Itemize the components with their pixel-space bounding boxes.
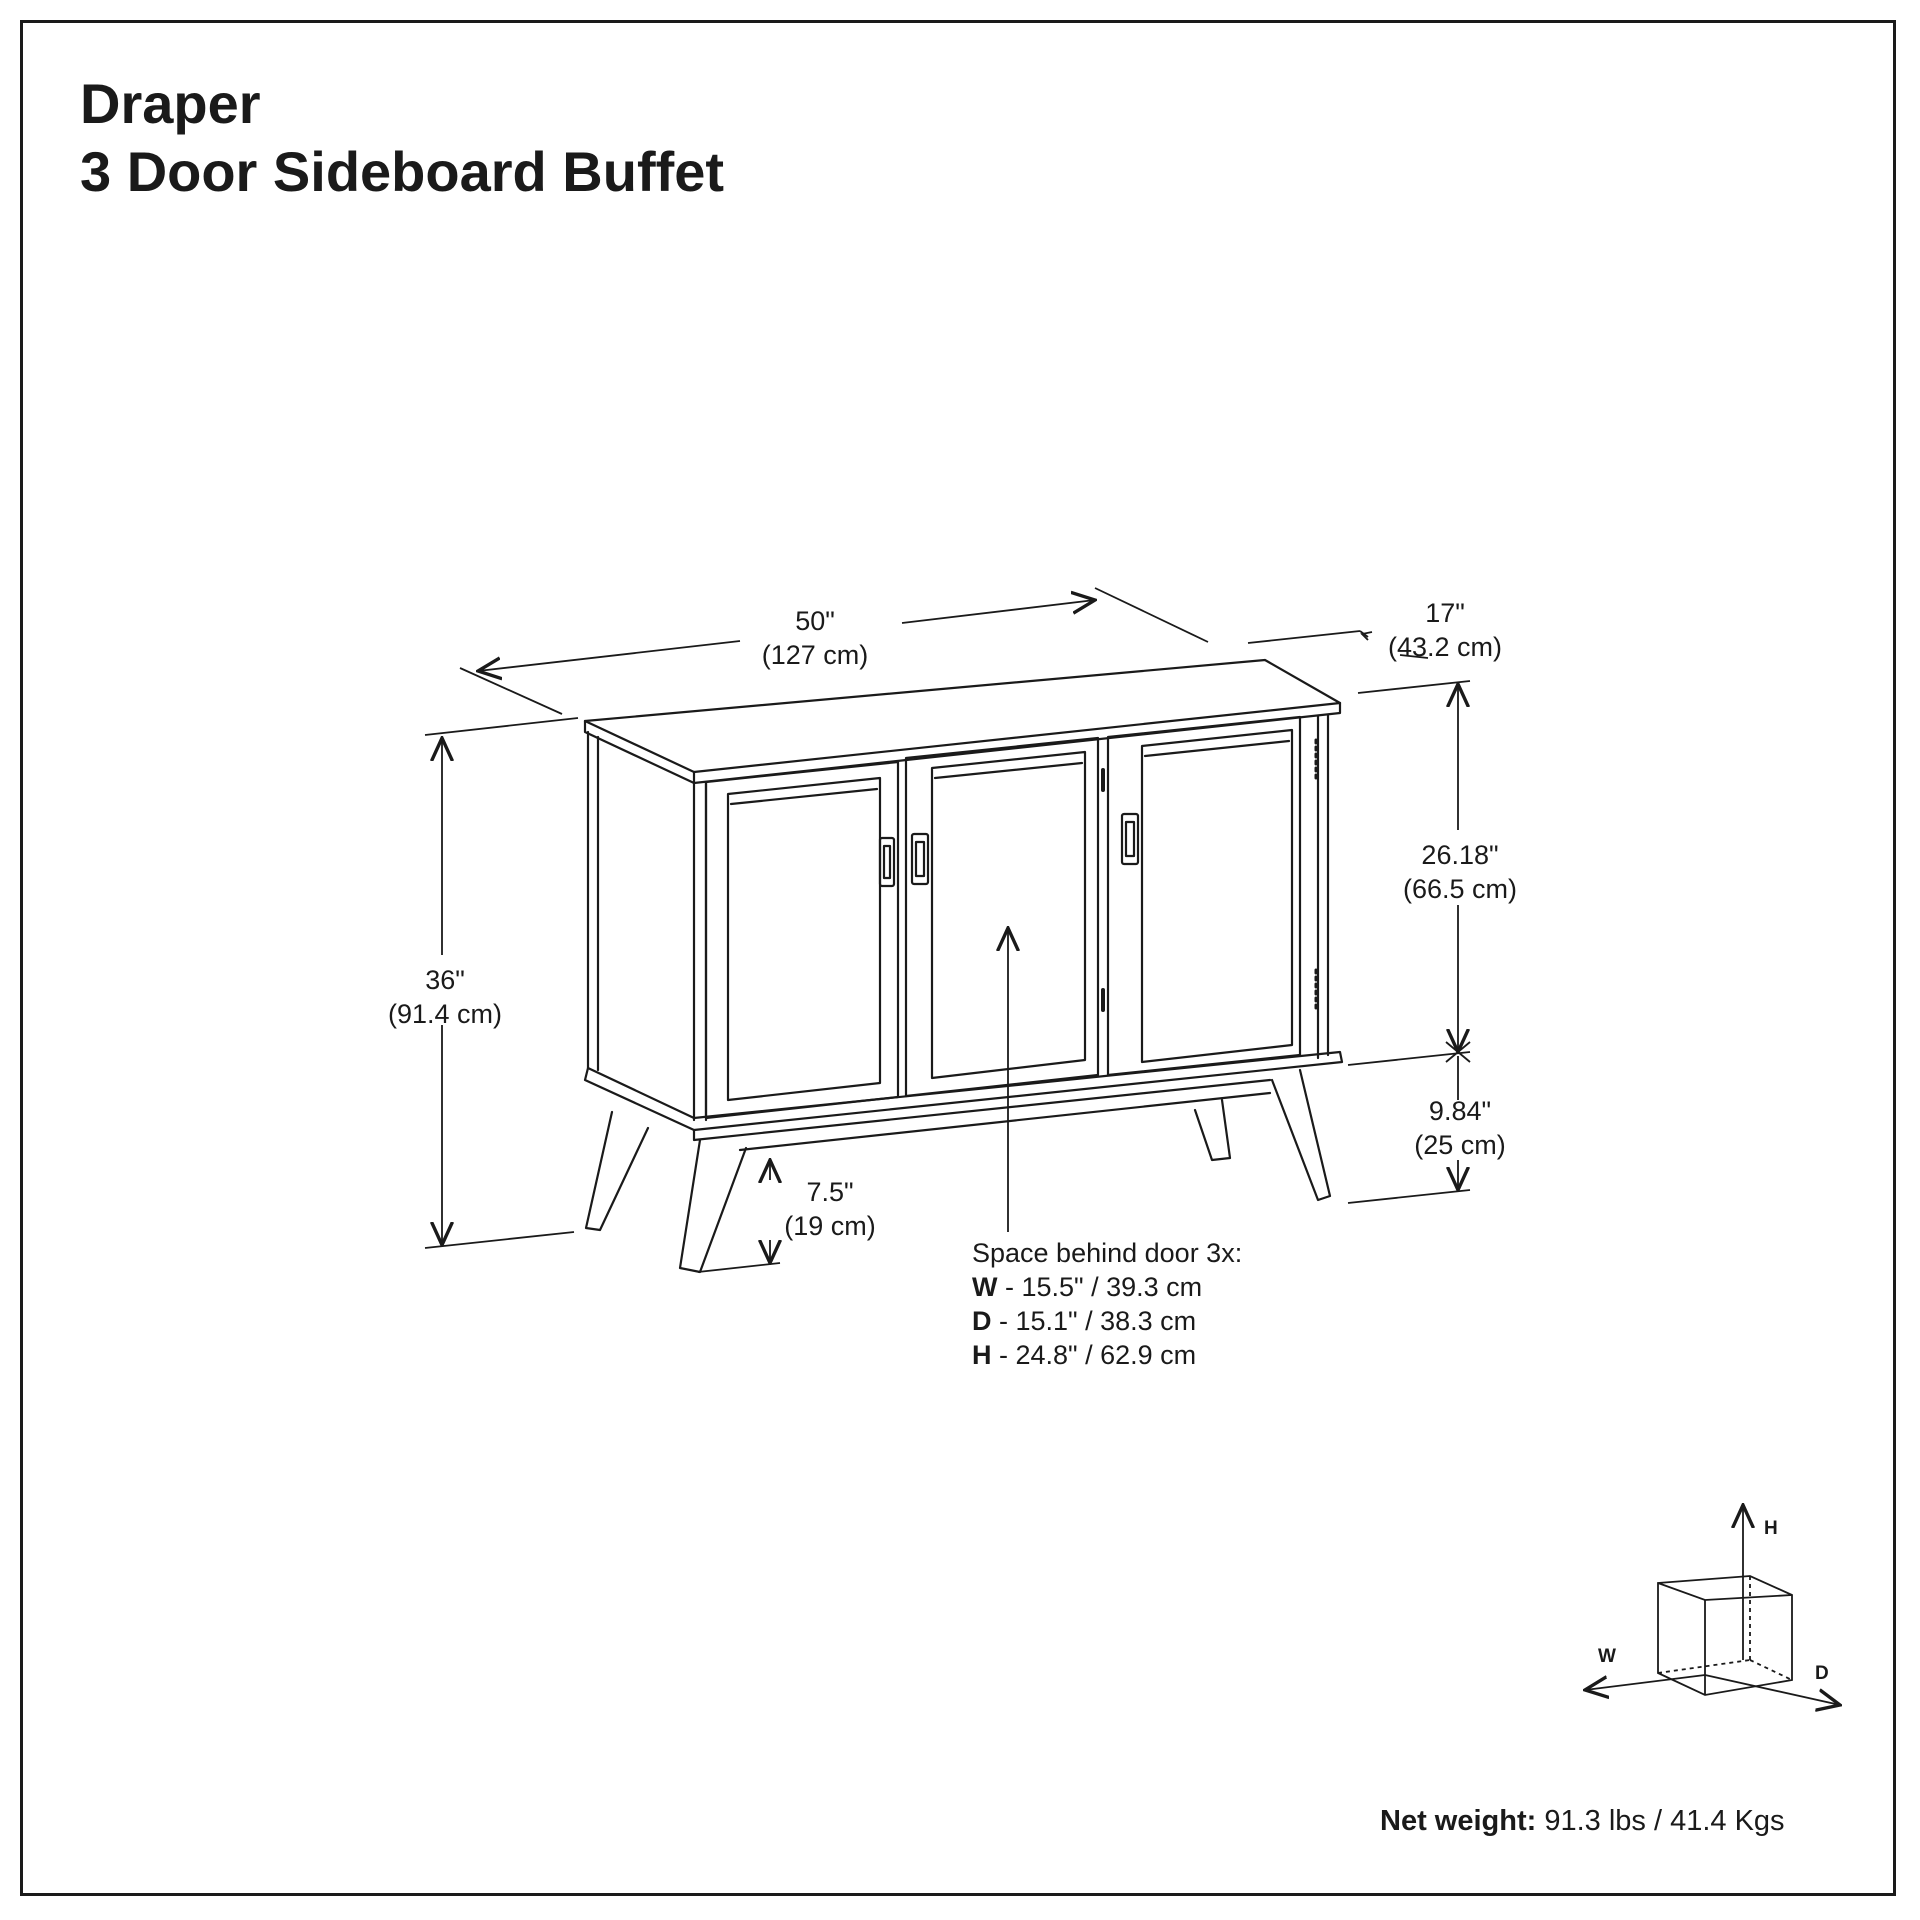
leg-height-metric: (25 cm): [1414, 1130, 1506, 1160]
space-row-width: W - 15.5" / 39.3 cm: [972, 1272, 1203, 1302]
axis-label-h: H: [1764, 1518, 1778, 1539]
clearance-label: 7.5" (19 cm): [770, 1175, 890, 1243]
width-label: 50" (127 cm): [740, 604, 890, 672]
space-row-depth: D - 15.1" / 38.3 cm: [972, 1306, 1197, 1336]
leg-height-dimension-line: [1347, 1056, 1471, 1204]
space-row-height: H - 24.8" / 62.9 cm: [972, 1340, 1197, 1370]
height-label: 36" (91.4 cm): [370, 963, 520, 1031]
net-weight-label: Net weight:: [1380, 1805, 1537, 1837]
door-left: [704, 760, 900, 1120]
sideboard-legs: [584, 1068, 1332, 1274]
depth-dimension-line: [1247, 630, 1429, 659]
space-behind-door-note: Space behind door 3x: W - 15.5" / 39.3 c…: [972, 1236, 1242, 1372]
product-subtitle: 3 Door Sideboard Buffet: [80, 140, 725, 203]
height-dimension-line: [424, 717, 579, 1249]
leg-height-imperial: 9.84": [1428, 1096, 1492, 1126]
leg-height-label: 9.84" (25 cm): [1390, 1094, 1530, 1162]
net-weight: Net weight: 91.3 lbs / 41.4 Kgs: [1380, 1805, 1785, 1838]
cabinet-height-dimension-line: [1347, 680, 1471, 1066]
product-title: Draper 3 Door Sideboard Buffet: [80, 70, 724, 206]
door-center: [904, 736, 1105, 1098]
depth-imperial: 17": [1425, 598, 1465, 628]
depth-metric: (43.2 cm): [1387, 632, 1503, 662]
clearance-dimension-line: [697, 1160, 780, 1273]
clearance-imperial: 7.5": [806, 1177, 854, 1207]
width-imperial: 50": [795, 606, 835, 636]
cabinet-height-imperial: 26.18": [1421, 840, 1499, 870]
net-weight-value: 91.3 lbs / 41.4 Kgs: [1536, 1805, 1785, 1837]
product-name: Draper: [80, 72, 261, 135]
sideboard-body: [583, 713, 1344, 1152]
cabinet-height-metric: (66.5 cm): [1402, 874, 1518, 904]
axis-legend-cube: [1585, 1505, 1840, 1705]
width-dimension-line: [459, 587, 1209, 715]
height-metric: (91.4 cm): [387, 999, 503, 1029]
cabinet-height-label: 26.18" (66.5 cm): [1385, 838, 1535, 906]
outer-frame: [20, 20, 1896, 1896]
width-metric: (127 cm): [761, 640, 869, 670]
space-heading: Space behind door 3x:: [972, 1238, 1243, 1268]
depth-label: 17" (43.2 cm): [1375, 596, 1515, 664]
height-imperial: 36": [425, 965, 465, 995]
clearance-metric: (19 cm): [784, 1211, 876, 1241]
axis-label-d: D: [1815, 1663, 1829, 1684]
door-right: [1106, 715, 1318, 1077]
axis-label-w: W: [1598, 1646, 1616, 1667]
